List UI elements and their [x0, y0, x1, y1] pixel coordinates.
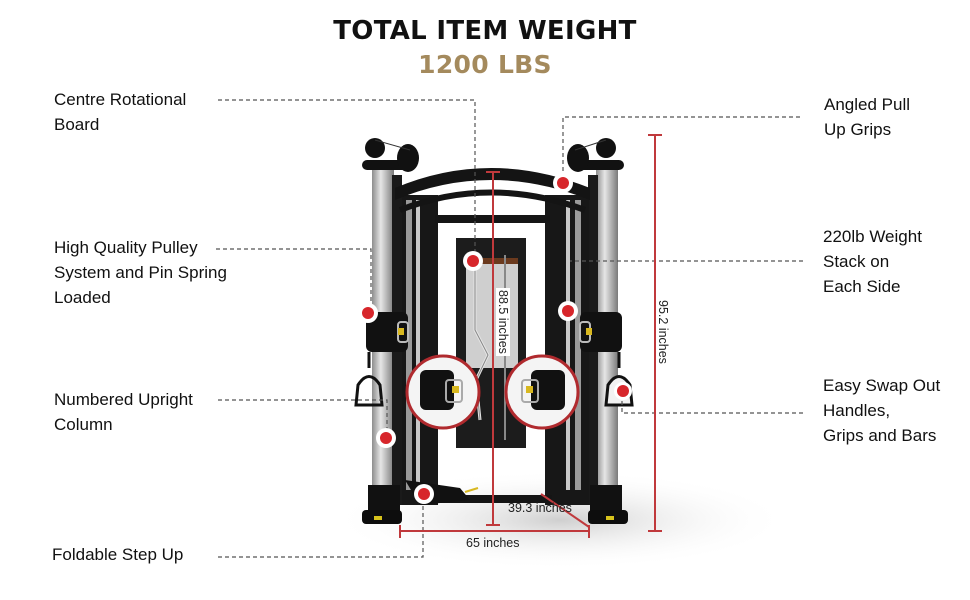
- zoom-inset-right: [504, 354, 580, 430]
- dim-label-width: 65 inches: [466, 536, 520, 550]
- left-weight-tower: [402, 195, 438, 505]
- top-right-pulleys: [567, 138, 624, 172]
- right-pulley-carriage: [579, 312, 622, 352]
- callout-line: Numbered Upright: [54, 390, 193, 409]
- zoom-inset-left: [405, 354, 481, 430]
- top-arch: [395, 168, 590, 200]
- dim-label-depth: 39.3 inches: [508, 501, 572, 515]
- callout-line: Angled Pull: [824, 95, 911, 114]
- callout-line: Up Grips: [824, 120, 892, 139]
- callout-line: Column: [54, 415, 113, 434]
- leader-centre-rotational-board: [218, 99, 476, 255]
- callout-line: Loaded: [54, 288, 111, 307]
- leader-numbered-upright: [218, 399, 388, 432]
- callout-angled-pull-up-grips: Angled Pull Up Grips: [824, 92, 910, 142]
- right-weight-tower: [545, 195, 589, 505]
- callout-line: Easy Swap Out: [823, 376, 941, 395]
- callout-swap-out-handles: Easy Swap Out Handles, Grips and Bars: [823, 373, 940, 448]
- marker-swap-out-handles: [614, 382, 632, 400]
- callout-numbered-upright-column: Numbered Upright Column: [54, 387, 193, 437]
- leader-angled-pull-up-grips: [562, 116, 800, 180]
- feature-markers: [358, 173, 632, 504]
- left-handle: [354, 352, 384, 407]
- marker-angled-pull-up-grips: [553, 173, 573, 193]
- callout-line: Board: [54, 115, 100, 134]
- callout-leaders: [216, 99, 803, 558]
- callout-line: High Quality Pulley: [54, 238, 198, 257]
- title-total-item-weight: TOTAL ITEM WEIGHT: [333, 16, 637, 46]
- dimension-lines: [399, 134, 662, 538]
- marker-centre-board: [463, 251, 483, 271]
- callout-weight-stack: 220lb Weight Stack on Each Side: [823, 224, 922, 299]
- marker-weight-stack: [558, 301, 578, 321]
- callout-line: Centre Rotational: [54, 90, 187, 109]
- callout-foldable-step-up: Foldable Step Up: [52, 542, 183, 567]
- callout-line: Foldable Step Up: [52, 545, 184, 564]
- leader-swap-out-handles: [621, 395, 803, 414]
- leader-foldable-step: [218, 496, 424, 558]
- callout-pulley-system: High Quality Pulley System and Pin Sprin…: [54, 235, 227, 310]
- marker-pulley-system: [358, 303, 378, 323]
- dim-label-inner-height: 88.5 inches: [496, 288, 510, 356]
- callout-line: Grips and Bars: [823, 426, 937, 445]
- callout-line: Each Side: [823, 277, 901, 296]
- callout-line: Stack on: [823, 252, 890, 271]
- callout-line: System and Pin Spring: [54, 263, 227, 282]
- callout-line: Handles,: [823, 401, 891, 420]
- left-pulley-carriage: [366, 312, 409, 352]
- callout-line: 220lb Weight: [823, 227, 922, 246]
- marker-numbered-upright: [376, 428, 396, 448]
- dim-label-total-height: 95.2 inches: [656, 298, 670, 366]
- callout-centre-rotational-board: Centre Rotational Board: [54, 87, 186, 137]
- leader-pulley-system: [216, 248, 372, 310]
- marker-foldable-step: [414, 484, 434, 504]
- top-left-pulleys: [362, 138, 419, 172]
- weight-value: 1200 LBS: [418, 50, 552, 79]
- dim-depth: [540, 493, 590, 528]
